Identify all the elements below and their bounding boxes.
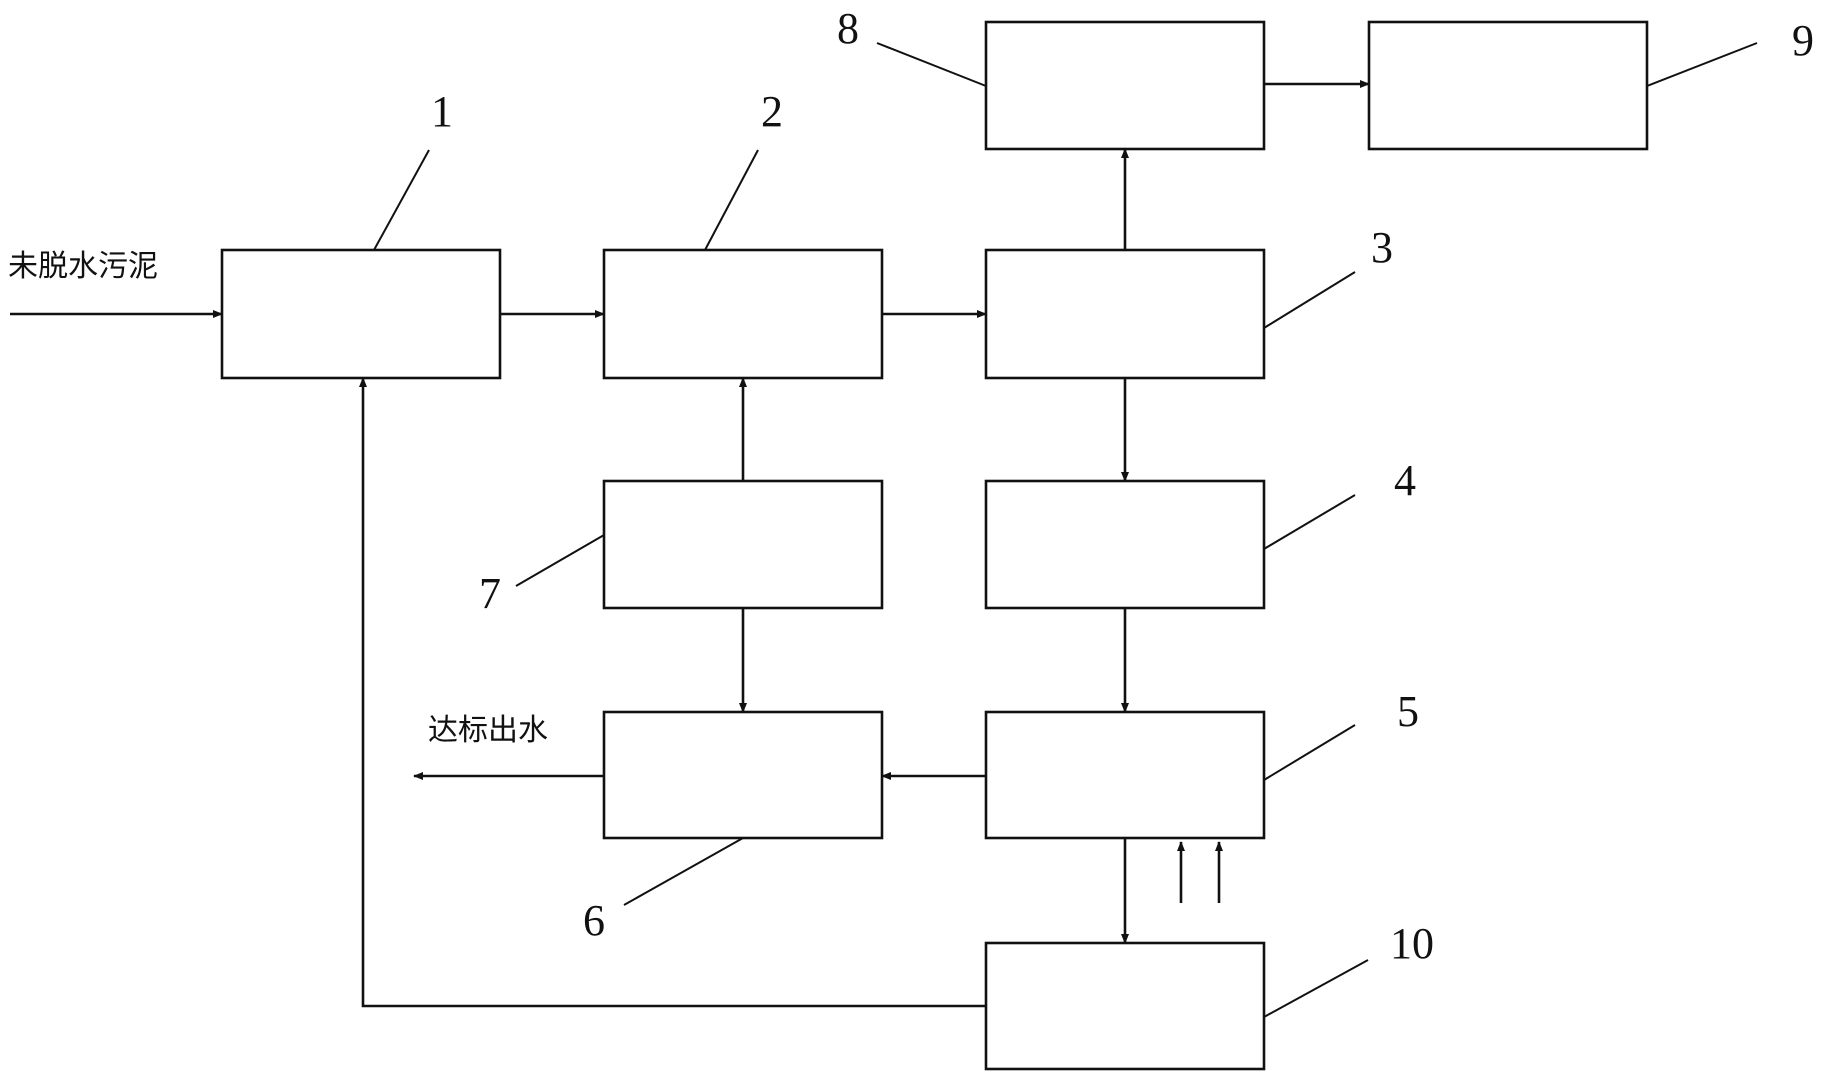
label-8: 8: [837, 4, 859, 53]
label-10: 10: [1390, 919, 1434, 968]
block-9: [1367, 20, 1649, 151]
label-3: 3: [1371, 223, 1393, 272]
label-9: 9: [1792, 16, 1814, 65]
output-label: 达标出水: [428, 713, 548, 748]
leader-7: [515, 534, 605, 587]
leader-5: [1263, 724, 1356, 781]
leader-1: [373, 149, 430, 251]
label-1: 1: [431, 87, 453, 136]
block-10: [984, 941, 1266, 1071]
block-3: [984, 248, 1266, 380]
label-6: 6: [583, 896, 605, 945]
leader-2: [704, 149, 759, 251]
input-label: 未脱水污泥: [8, 249, 158, 284]
leader-6: [623, 837, 744, 906]
leader-9: [1646, 42, 1758, 87]
label-7: 7: [479, 569, 501, 618]
block-2: [602, 248, 884, 380]
arrow-10-to-1: [359, 377, 986, 1008]
leader-4: [1263, 494, 1356, 550]
block-7: [602, 479, 884, 610]
block-8: [984, 20, 1266, 151]
block-6: [602, 710, 884, 840]
label-2: 2: [761, 87, 783, 136]
leader-10: [1263, 959, 1369, 1018]
label-4: 4: [1394, 456, 1416, 505]
block-4: [984, 479, 1266, 610]
block-1: [220, 248, 502, 380]
leader-8: [876, 42, 987, 87]
block-5: [984, 710, 1266, 840]
leader-3: [1263, 271, 1356, 329]
label-5: 5: [1397, 687, 1419, 736]
